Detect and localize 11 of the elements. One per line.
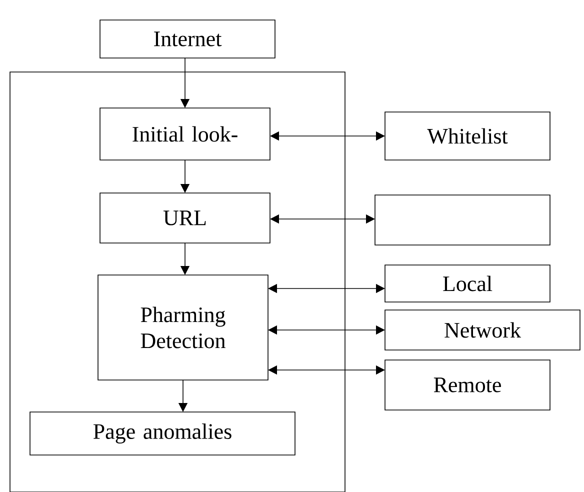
process-box: Pharming Detection <box>98 274 268 380</box>
process-box: Page anomalies <box>30 412 296 456</box>
process-box <box>374 194 550 246</box>
process-box: Local <box>384 264 550 302</box>
process-box: Whitelist <box>384 112 550 160</box>
process-box: Initial look- <box>100 108 270 160</box>
process-box: URL <box>100 192 270 244</box>
process-box: Network <box>384 310 580 350</box>
process-box: Internet <box>100 20 276 58</box>
process-box: Remote <box>384 360 550 410</box>
container-box <box>10 72 346 492</box>
